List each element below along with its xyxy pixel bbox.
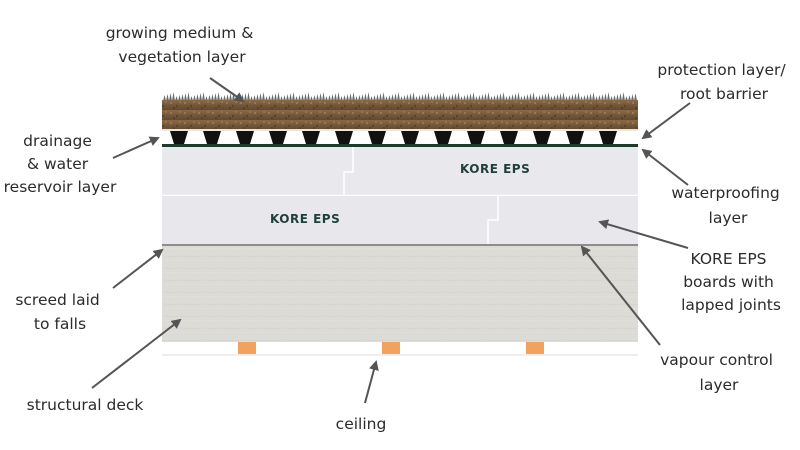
label-vapour: vapour control layer — [660, 351, 778, 394]
label-drainage: drainage & water reservoir layer — [4, 132, 117, 196]
drainage-cup — [467, 131, 485, 144]
drainage-cup — [401, 131, 419, 144]
drainage-cup — [335, 131, 353, 144]
drainage-cup — [434, 131, 452, 144]
ceiling-line — [162, 354, 638, 356]
label-waterproofing: waterproofing layer — [671, 184, 784, 227]
label-structural: structural deck — [27, 396, 144, 414]
vegetation-layer — [163, 92, 637, 101]
eps-board-lower — [162, 196, 638, 244]
growing-medium-layer — [162, 100, 638, 130]
arrow-waterproofing — [641, 148, 689, 186]
callout-arrows — [91, 77, 691, 404]
arrow-growing-medium — [209, 77, 245, 103]
drainage-cup — [170, 131, 188, 144]
drainage-cup — [368, 131, 386, 144]
drainage-cup — [533, 131, 551, 144]
joist-block — [382, 342, 400, 354]
drainage-cup — [599, 131, 617, 144]
joist-block — [238, 342, 256, 354]
drainage-cup — [269, 131, 287, 144]
arrow-screed — [112, 248, 164, 289]
drainage-cup — [302, 131, 320, 144]
arrow-ceiling — [364, 360, 379, 404]
screed-layer — [162, 246, 638, 342]
label-ceiling: ceiling — [336, 415, 387, 433]
label-growing-medium: growing medium & vegetation layer — [106, 24, 259, 66]
drainage-layer — [162, 131, 638, 144]
joist-block — [526, 342, 544, 354]
drainage-cup — [236, 131, 254, 144]
label-screed: screed laid to falls — [15, 291, 104, 333]
drainage-cup — [566, 131, 584, 144]
eps-board-label-lower: KORE EPS — [270, 212, 340, 226]
protection-layer — [162, 129, 638, 132]
label-kore-boards: KORE EPS boards with lapped joints — [681, 250, 781, 314]
arrow-structural — [91, 318, 182, 389]
eps-lapped-joint-upper — [343, 147, 354, 195]
waterproofing-membrane — [162, 144, 638, 147]
arrow-vapour — [580, 245, 661, 346]
arrow-drainage — [112, 136, 160, 159]
eps-lapped-joint-lower — [487, 196, 499, 244]
arrow-kore-boards — [598, 219, 689, 249]
arrow-protection — [641, 102, 691, 140]
drainage-cup — [500, 131, 518, 144]
eps-board-upper — [162, 147, 638, 195]
grass-blades — [163, 92, 637, 101]
eps-board-label-upper: KORE EPS — [460, 162, 530, 176]
drainage-cup — [203, 131, 221, 144]
vapour-control-layer — [162, 244, 638, 246]
label-protection: protection layer/ root barrier — [657, 61, 790, 103]
